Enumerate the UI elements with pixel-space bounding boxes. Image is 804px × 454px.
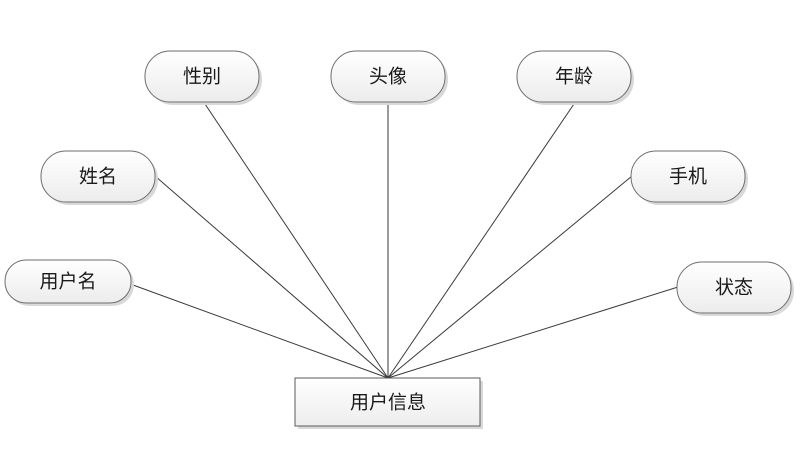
attribute-avatar-label: 头像 <box>369 66 407 88</box>
attribute-status-label: 状态 <box>715 277 753 299</box>
attribute-status: 状态 <box>676 261 794 316</box>
entity-user-info: 用户信息 <box>294 377 483 429</box>
attribute-phone: 手机 <box>630 150 748 205</box>
connector-phone <box>387 175 633 379</box>
attribute-gender: 性别 <box>144 50 262 105</box>
attribute-username: 用户名 <box>4 259 134 306</box>
attribute-name: 姓名 <box>40 150 158 205</box>
entity-label: 用户信息 <box>350 392 426 414</box>
attribute-phone-label: 手机 <box>669 166 707 188</box>
attribute-age: 年龄 <box>516 50 634 105</box>
connector-gender <box>202 100 389 379</box>
attribute-age-label: 年龄 <box>555 66 593 88</box>
connectors <box>132 100 679 379</box>
attribute-avatar: 头像 <box>330 50 448 105</box>
connector-age <box>387 100 577 379</box>
connector-username <box>132 284 389 379</box>
attribute-username-label: 用户名 <box>39 271 96 293</box>
attribute-gender-label: 性别 <box>183 66 221 88</box>
attribute-name-label: 姓名 <box>79 166 117 188</box>
connector-name <box>154 175 389 379</box>
connector-status <box>387 286 679 379</box>
